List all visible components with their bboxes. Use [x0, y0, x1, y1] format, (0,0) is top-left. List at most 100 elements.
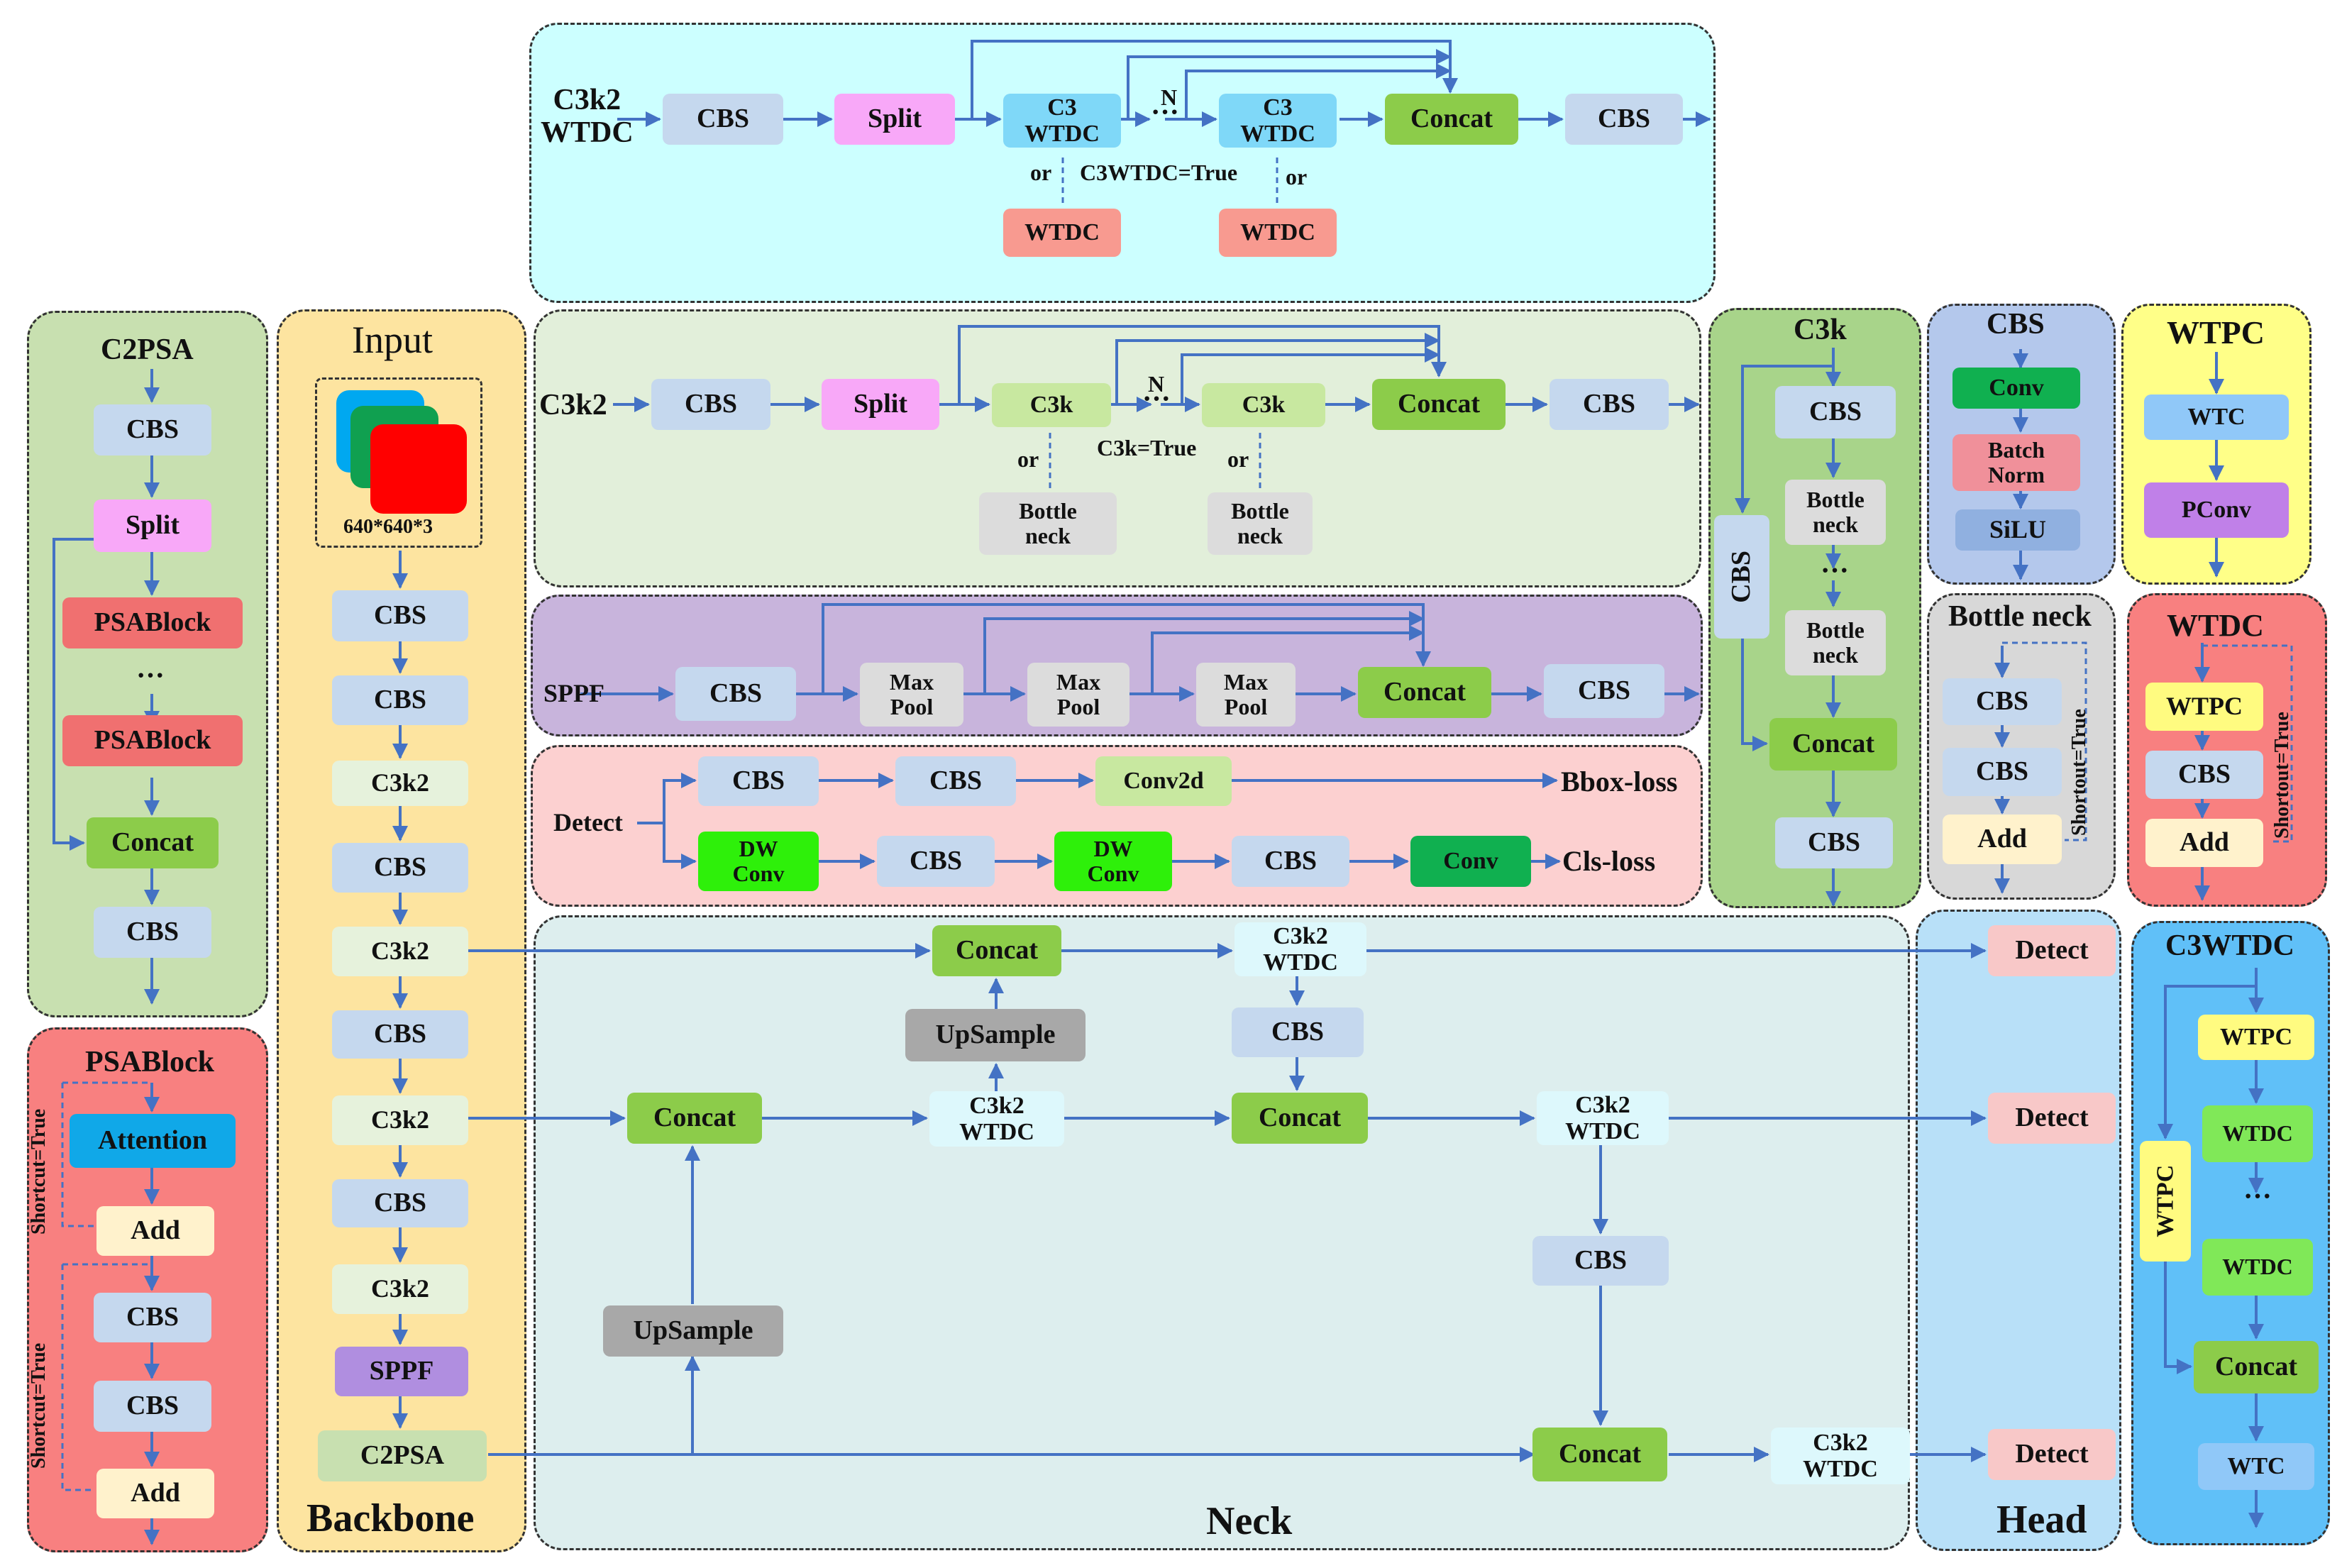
- c3k2-bn-a: Bottle neck: [979, 492, 1117, 555]
- lbl-dots5: ···: [2243, 1180, 2272, 1212]
- lbl-shortcut2: Shortcut=True: [28, 1342, 50, 1469]
- c2psa-cbs2: CBS: [94, 907, 211, 958]
- bb-c3k2-1: C3k2: [332, 761, 468, 806]
- nk-cbs1: CBS: [1232, 1007, 1364, 1057]
- c3k2w-wtdc-b: WTDC: [1219, 209, 1337, 257]
- lbl-c3k2: C3k2: [539, 389, 607, 421]
- c2psa-psa2: PSABlock: [62, 715, 243, 766]
- bb-c2psa: C2PSA: [318, 1430, 487, 1481]
- c2psa-split: Split: [94, 499, 211, 552]
- lbl-c3wtdc: C3WTDC: [2165, 929, 2295, 962]
- lbl-dots3: ···: [136, 659, 165, 691]
- lbl-c3k-true: C3k=True: [1097, 435, 1197, 460]
- head-det2: Detect: [1988, 1093, 2116, 1144]
- psab-cbs2: CBS: [94, 1381, 211, 1432]
- nk-upsample2: UpSample: [603, 1305, 783, 1357]
- sppf-mp1: Max Pool: [860, 663, 963, 727]
- c3k2-split: Split: [822, 379, 939, 430]
- bn-cbs1: CBS: [1943, 678, 2062, 725]
- head-det1: Detect: [1988, 925, 2116, 976]
- c3k2w-cbs1: CBS: [663, 94, 783, 145]
- cbs-silu: SiLU: [1955, 509, 2080, 551]
- lbl-c2psa: C2PSA: [101, 333, 194, 366]
- c3k2w-wtdc-a: WTDC: [1003, 209, 1121, 257]
- wtdc-cbs: CBS: [2145, 751, 2263, 799]
- wtpc-wtc: WTC: [2144, 394, 2289, 440]
- c3k2w-split: Split: [834, 94, 955, 145]
- input-image-frame: [315, 377, 482, 548]
- c3w-wtc: WTC: [2198, 1443, 2314, 1490]
- lbl-c3k2wtdc: C3k2 WTDC: [541, 84, 634, 150]
- det-cbs1: CBS: [698, 756, 819, 806]
- lbl-shortout2: Shortout=True: [2271, 712, 2293, 839]
- c3k2-cbs1: CBS: [651, 379, 770, 430]
- lbl-psablock: PSABlock: [85, 1046, 215, 1078]
- c3k2w-concat: Concat: [1385, 94, 1518, 145]
- bb-cbs2: CBS: [332, 675, 468, 725]
- lbl-or1: or: [1030, 160, 1052, 185]
- cbs-conv: Conv: [1952, 368, 2080, 409]
- panel-c3k2wtdc: [529, 23, 1716, 303]
- c2psa-psa1: PSABlock: [62, 597, 243, 648]
- wtdc-add: Add: [2145, 819, 2263, 867]
- panel-neck: [534, 915, 1910, 1550]
- c3k2-c3k-b: C3k: [1202, 383, 1325, 427]
- c3w-wtpc: WTPC: [2198, 1015, 2314, 1060]
- input-channel-red: [370, 424, 467, 514]
- bb-cbs5: CBS: [332, 1179, 468, 1227]
- lbl-or3: or: [1017, 446, 1039, 472]
- bb-cbs1: CBS: [332, 590, 468, 641]
- cbs-bn: Batch Norm: [1952, 434, 2080, 491]
- wtdc-wtpc: WTPC: [2145, 683, 2263, 731]
- nk-upsample1: UpSample: [905, 1009, 1086, 1061]
- det-cbs3: CBS: [877, 836, 995, 887]
- lbl-bbox: Bbox-loss: [1561, 766, 1678, 797]
- c3w-wtpc-side: WTPC: [2140, 1141, 2191, 1261]
- bb-cbs4: CBS: [332, 1010, 468, 1059]
- sppf-cbs1: CBS: [675, 667, 796, 721]
- lbl-dots1: ···: [1151, 96, 1180, 128]
- c3k2w-c3b: C3 WTDC: [1219, 94, 1337, 148]
- psab-add2: Add: [96, 1469, 214, 1518]
- lbl-n2: N: [1148, 371, 1165, 397]
- nk-concat2: Concat: [627, 1093, 762, 1144]
- c3w-wtpc-side-text: WTPC: [2152, 1164, 2179, 1237]
- c3w-wtdc2: WTDC: [2202, 1239, 2313, 1296]
- sppf-cbs2: CBS: [1544, 664, 1664, 718]
- c3w-wtdc1: WTDC: [2202, 1105, 2313, 1162]
- det-dw2: DW Conv: [1054, 832, 1172, 891]
- c3k2w-cbs2: CBS: [1565, 94, 1683, 145]
- bn-add: Add: [1943, 815, 2062, 864]
- det-dw1: DW Conv: [698, 832, 819, 891]
- lbl-wtpc: WTPC: [2167, 314, 2265, 350]
- c2psa-cbs1: CBS: [94, 404, 211, 456]
- nk-concat3: Concat: [1232, 1093, 1368, 1144]
- lbl-neck: Neck: [1206, 1499, 1293, 1543]
- nk-c3k2w3: C3k2 WTDC: [1537, 1091, 1669, 1145]
- c3w-concat: Concat: [2194, 1341, 2319, 1393]
- c2psa-concat: Concat: [87, 817, 219, 868]
- c3k2w-c3a: C3 WTDC: [1003, 94, 1121, 148]
- nk-c3k2w2: C3k2 WTDC: [929, 1091, 1064, 1147]
- psab-attention: Attention: [70, 1114, 236, 1168]
- lbl-detect: Detect: [553, 808, 623, 837]
- bb-sppf: SPPF: [335, 1347, 468, 1396]
- bn-cbs2: CBS: [1943, 748, 2062, 796]
- nk-c3k2w4: C3k2 WTDC: [1771, 1428, 1910, 1484]
- det-conv2d: Conv2d: [1095, 756, 1232, 806]
- sppf-concat: Concat: [1358, 667, 1491, 718]
- lbl-backbone: Backbone: [306, 1496, 475, 1540]
- lbl-c3wtdc-true: C3WTDC=True: [1080, 160, 1238, 185]
- lbl-or4: or: [1227, 446, 1249, 472]
- bb-c3k2-4: C3k2: [332, 1264, 468, 1314]
- psab-cbs1: CBS: [94, 1293, 211, 1342]
- lbl-cls: Cls-loss: [1562, 845, 1656, 877]
- psab-add1: Add: [96, 1206, 214, 1256]
- lbl-shortout1: Shortout=True: [2068, 709, 2090, 836]
- c3k2-cbs2: CBS: [1550, 379, 1669, 430]
- lbl-bottleneck: Bottle neck: [1948, 600, 2092, 633]
- c3k-cbs2: CBS: [1775, 817, 1893, 868]
- lbl-dots2: ···: [1142, 382, 1171, 414]
